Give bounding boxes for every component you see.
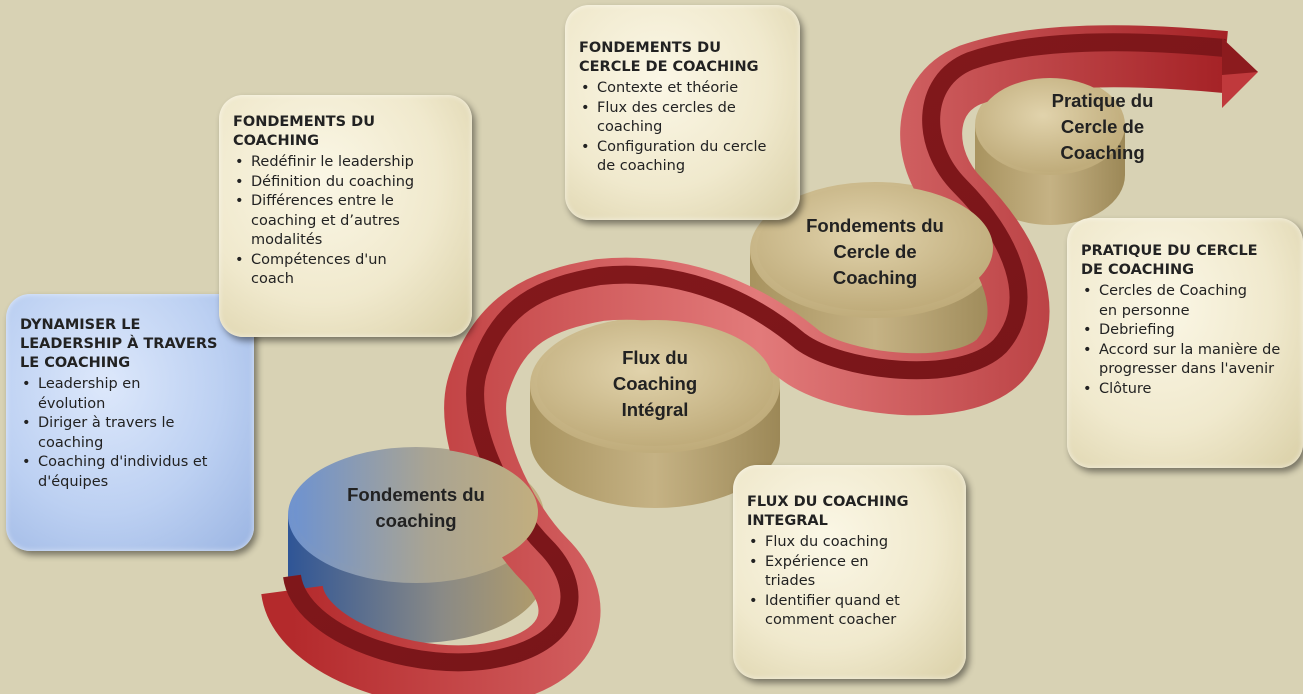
list-item: Flux du coaching (747, 533, 956, 553)
stage-label-2: Flux du Coaching Intégral (612, 347, 698, 420)
stage-disk-4-top (978, 78, 1122, 172)
list-item: Configuration du cercle de coaching (579, 138, 772, 177)
info-box-title: FONDEMENTS DU CERCLE DE COACHING (579, 40, 759, 75)
info-box-list: Contexte et théorie Flux des cercles de … (579, 79, 790, 177)
info-box-integral-flow: FLUX DU COACHING INTEGRAL Flux du coachi… (733, 465, 966, 679)
info-box-leadership: DYNAMISER LE LEADERSHIP À TRAVERS LE COA… (6, 294, 254, 551)
info-box-list: Flux du coaching Expérience en triades I… (747, 533, 956, 631)
list-item: Coaching d'individus et d'équipes (20, 453, 244, 492)
list-item: Différences entre le coaching et d’autre… (233, 192, 446, 251)
list-item: Clôture (1081, 380, 1293, 400)
stage-disk-2-top (537, 320, 773, 446)
info-box-title: DYNAMISER LE LEADERSHIP À TRAVERS LE COA… (20, 317, 218, 371)
list-item: Identifier quand et comment coacher (747, 592, 950, 631)
info-box-title: PRATIQUE DU CERCLE DE COACHING (1081, 243, 1258, 278)
info-box-coaching-foundations: FONDEMENTS DU COACHING Redéfinir le lead… (219, 95, 472, 337)
info-box-list: Leadership en évolution Diriger à traver… (20, 375, 244, 492)
list-item: Flux des cercles de coaching (579, 99, 772, 138)
info-box-title: FLUX DU COACHING INTEGRAL (747, 494, 909, 529)
list-item: Redéfinir le leadership (233, 153, 462, 173)
stage-label-1: Fondements du coaching (347, 484, 485, 531)
info-box-list: Cercles de Coaching en personne Debriefi… (1081, 282, 1293, 399)
progress-ribbon-arrow (261, 25, 1258, 694)
stage-disk-1-top (294, 448, 538, 576)
list-item: Leadership en évolution (20, 375, 188, 414)
list-item: Cercles de Coaching en personne (1081, 282, 1269, 321)
list-item: Compétences d'un coach (233, 251, 421, 290)
info-box-circle-practice: PRATIQUE DU CERCLE DE COACHING Cercles d… (1067, 218, 1303, 468)
list-item: Expérience en triades (747, 553, 915, 592)
info-box-list: Redéfinir le leadership Définition du co… (233, 153, 462, 290)
list-item: Définition du coaching (233, 173, 462, 193)
info-box-title: FONDEMENTS DU COACHING (233, 114, 375, 149)
list-item: Diriger à travers le coaching (20, 414, 208, 453)
stage-label-4: Pratique du Cercle de Coaching (1051, 90, 1154, 163)
stage-label-3: Fondements du Cercle de Coaching (806, 215, 944, 288)
info-box-circle-foundations: FONDEMENTS DU CERCLE DE COACHING Context… (565, 5, 800, 220)
list-item: Accord sur la manière de progresser dans… (1081, 341, 1293, 380)
stage-disk-3-top (757, 185, 993, 311)
list-item: Contexte et théorie (579, 79, 790, 99)
list-item: Debriefing (1081, 321, 1293, 341)
